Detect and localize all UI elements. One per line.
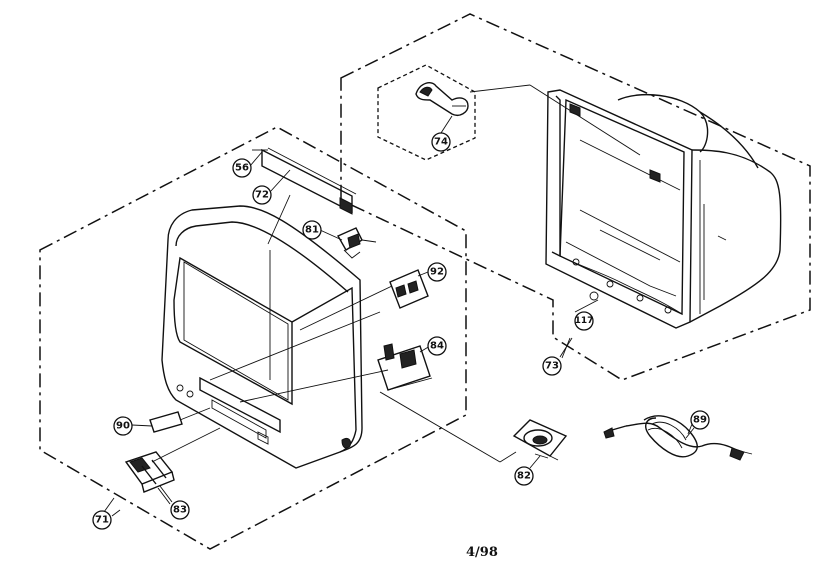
- callout-73-label: 73: [545, 361, 559, 372]
- part-90: [149, 411, 183, 433]
- callout-92: 92: [427, 262, 447, 282]
- callout-89-label: 89: [693, 415, 707, 426]
- part-84: [377, 343, 433, 391]
- callout-90-label: 90: [116, 421, 130, 432]
- callout-82: 82: [514, 466, 534, 486]
- callout-90: 90: [113, 416, 133, 436]
- handle-subgroup-boundary: [377, 64, 476, 161]
- callout-71-label: 71: [95, 515, 109, 526]
- callout-84-label: 84: [430, 341, 444, 352]
- callout-73: 73: [542, 356, 562, 376]
- callout-89: 89: [690, 410, 710, 430]
- rear-cabinet: [545, 89, 782, 329]
- rear-assembly-boundary: [340, 13, 811, 381]
- callout-56: 56: [232, 158, 252, 178]
- page-number: 4/98: [466, 545, 498, 560]
- callout-81-label: 81: [305, 225, 319, 236]
- part-83: [124, 451, 175, 493]
- callout-71: 71: [92, 510, 112, 530]
- callout-81: 81: [302, 220, 322, 240]
- callout-92-label: 92: [430, 267, 444, 278]
- leader-lines: [103, 84, 693, 513]
- callout-117-label: 117: [575, 316, 594, 326]
- part-89-power-cord: [603, 415, 753, 461]
- part-72-bracket: [252, 147, 357, 215]
- callout-72-label: 72: [255, 190, 269, 201]
- callout-83-label: 83: [173, 505, 187, 516]
- part-82-speaker: [512, 419, 568, 461]
- callout-117: 117: [574, 311, 594, 331]
- callout-74: 74: [431, 132, 451, 152]
- callout-84: 84: [427, 336, 447, 356]
- front-assembly-boundary: [39, 126, 467, 550]
- part-92: [389, 269, 429, 309]
- part-74-handle: [415, 82, 469, 116]
- callout-82-label: 82: [517, 471, 531, 482]
- callout-83: 83: [170, 500, 190, 520]
- callout-56-label: 56: [235, 163, 249, 174]
- callout-74-label: 74: [434, 137, 448, 148]
- callout-72: 72: [252, 185, 272, 205]
- part-81: [337, 227, 377, 259]
- front-cabinet: [161, 205, 363, 469]
